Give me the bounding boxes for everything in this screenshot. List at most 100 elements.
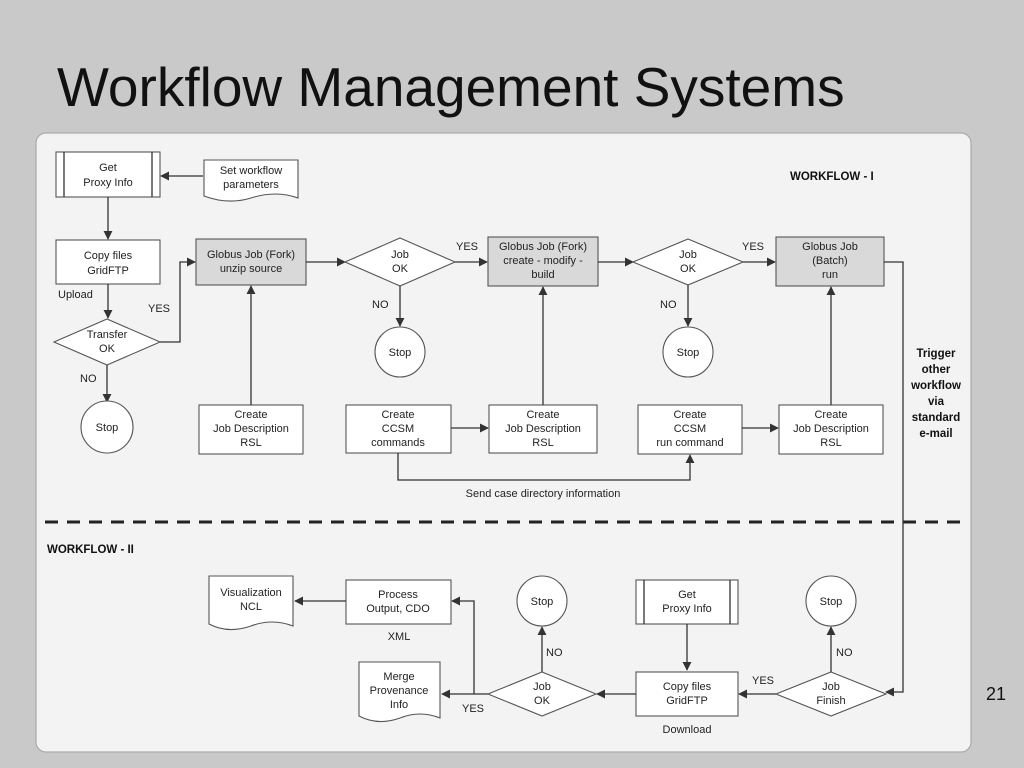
svg-text:Job: Job: [822, 681, 840, 693]
svg-text:build: build: [531, 269, 554, 281]
yes-label: YES: [462, 703, 484, 715]
svg-text:workflow: workflow: [910, 380, 961, 392]
send-case-directory-label: Send case directory information: [466, 488, 621, 500]
globus-fork-unzip-box: Globus Job (Fork) unzip source: [195, 238, 307, 286]
svg-text:Create: Create: [526, 409, 559, 421]
svg-text:run: run: [822, 269, 838, 281]
trigger-email-note: Trigger other workflow via standard e-ma…: [910, 348, 961, 440]
svg-text:Job Description: Job Description: [505, 423, 581, 435]
svg-text:Trigger: Trigger: [917, 348, 957, 360]
svg-text:commands: commands: [371, 437, 425, 449]
no-label: NO: [372, 299, 389, 311]
no-label: NO: [546, 647, 563, 659]
yes-label: YES: [752, 675, 774, 687]
svg-text:create - modify -: create - modify -: [503, 255, 583, 267]
get-proxy-info-box-w2: Get Proxy Info: [635, 579, 739, 625]
svg-text:Process: Process: [378, 589, 418, 601]
svg-text:Visualization: Visualization: [220, 587, 282, 599]
svg-text:Copy files: Copy files: [663, 681, 712, 693]
svg-text:Merge: Merge: [383, 671, 414, 683]
svg-text:standard: standard: [912, 412, 961, 424]
no-label: NO: [836, 647, 853, 659]
svg-text:Globus Job (Fork): Globus Job (Fork): [499, 241, 587, 253]
svg-text:Transfer: Transfer: [87, 329, 128, 341]
svg-text:Globus Job: Globus Job: [802, 241, 858, 253]
yes-label: YES: [148, 303, 170, 315]
transfer-ok-decision: Transfer OK: [52, 318, 162, 366]
svg-text:Provenance: Provenance: [370, 685, 429, 697]
create-rsl-box-2: Create Job Description RSL: [488, 404, 598, 454]
create-rsl-box-1: Create Job Description RSL: [198, 404, 304, 455]
slide-title: Workflow Management Systems: [57, 56, 845, 118]
download-label: Download: [663, 724, 712, 736]
svg-text:CCSM: CCSM: [382, 423, 414, 435]
copy-files-gridftp-box-w2: Copy files GridFTP: [635, 671, 739, 717]
create-ccsm-run-box: Create CCSM run command: [637, 404, 743, 455]
stop-circle: Stop: [662, 326, 714, 378]
page-number: 21: [986, 684, 1007, 704]
svg-text:OK: OK: [534, 695, 551, 707]
upload-label: Upload: [58, 289, 93, 301]
svg-text:Get: Get: [99, 162, 117, 174]
svg-text:Info: Info: [390, 699, 408, 711]
svg-text:Set workflow: Set workflow: [220, 165, 282, 177]
svg-text:other: other: [922, 364, 951, 376]
svg-text:e-mail: e-mail: [919, 428, 952, 440]
svg-text:Proxy Info: Proxy Info: [83, 177, 133, 189]
workflow-1-label: WORKFLOW - I: [790, 171, 874, 183]
svg-text:Finish: Finish: [816, 695, 845, 707]
stop-circle: Stop: [516, 575, 568, 627]
svg-text:Stop: Stop: [677, 347, 700, 359]
svg-text:Job: Job: [533, 681, 551, 693]
job-finish-decision: Job Finish: [774, 671, 888, 717]
visualization-ncl-doc: Visualization NCL: [208, 575, 294, 631]
workflow-2-label: WORKFLOW - II: [47, 544, 134, 556]
globus-batch-run-box: Globus Job (Batch) run: [775, 236, 885, 287]
svg-text:Create: Create: [381, 409, 414, 421]
globus-fork-build-box: Globus Job (Fork) create - modify - buil…: [487, 236, 599, 287]
svg-text:Stop: Stop: [389, 347, 412, 359]
svg-text:Create: Create: [234, 409, 267, 421]
svg-text:CCSM: CCSM: [674, 423, 706, 435]
stop-circle: Stop: [805, 575, 857, 627]
stop-circle: Stop: [374, 326, 426, 378]
xml-label: XML: [388, 631, 411, 643]
svg-text:Create: Create: [814, 409, 847, 421]
svg-text:RSL: RSL: [820, 437, 841, 449]
svg-text:Job Description: Job Description: [213, 423, 289, 435]
no-label: NO: [660, 299, 677, 311]
svg-text:via: via: [928, 396, 945, 408]
svg-text:(Batch): (Batch): [812, 255, 847, 267]
create-rsl-box-3: Create Job Description RSL: [778, 404, 884, 455]
svg-text:Stop: Stop: [96, 422, 119, 434]
no-label: NO: [80, 373, 97, 385]
svg-text:Stop: Stop: [531, 596, 554, 608]
svg-text:GridFTP: GridFTP: [666, 695, 708, 707]
svg-text:NCL: NCL: [240, 601, 262, 613]
create-ccsm-commands-box: Create CCSM commands: [345, 404, 452, 454]
svg-text:OK: OK: [99, 343, 116, 355]
svg-text:Job Description: Job Description: [793, 423, 869, 435]
merge-provenance-doc: Merge Provenance Info: [358, 661, 441, 723]
svg-text:OK: OK: [680, 263, 697, 275]
svg-text:Job: Job: [391, 249, 409, 261]
process-output-cdo-box: Process Output, CDO: [345, 579, 452, 625]
svg-text:Stop: Stop: [820, 596, 843, 608]
svg-text:Output, CDO: Output, CDO: [366, 603, 430, 615]
svg-text:parameters: parameters: [223, 179, 279, 191]
job-ok-decision-2: Job OK: [631, 238, 745, 286]
svg-text:Create: Create: [673, 409, 706, 421]
svg-text:RSL: RSL: [532, 437, 553, 449]
stop-circle: Stop: [80, 400, 134, 454]
svg-text:GridFTP: GridFTP: [87, 265, 129, 277]
svg-text:unzip source: unzip source: [220, 263, 282, 275]
svg-text:OK: OK: [392, 263, 409, 275]
svg-text:Job: Job: [679, 249, 697, 261]
svg-text:Globus Job (Fork): Globus Job (Fork): [207, 249, 295, 261]
job-ok-decision-w2: Job OK: [486, 671, 598, 717]
yes-label: YES: [742, 241, 764, 253]
svg-text:run command: run command: [656, 437, 723, 449]
svg-text:Proxy Info: Proxy Info: [662, 603, 712, 615]
set-workflow-parameters-doc: Set workflow parameters: [203, 159, 299, 202]
